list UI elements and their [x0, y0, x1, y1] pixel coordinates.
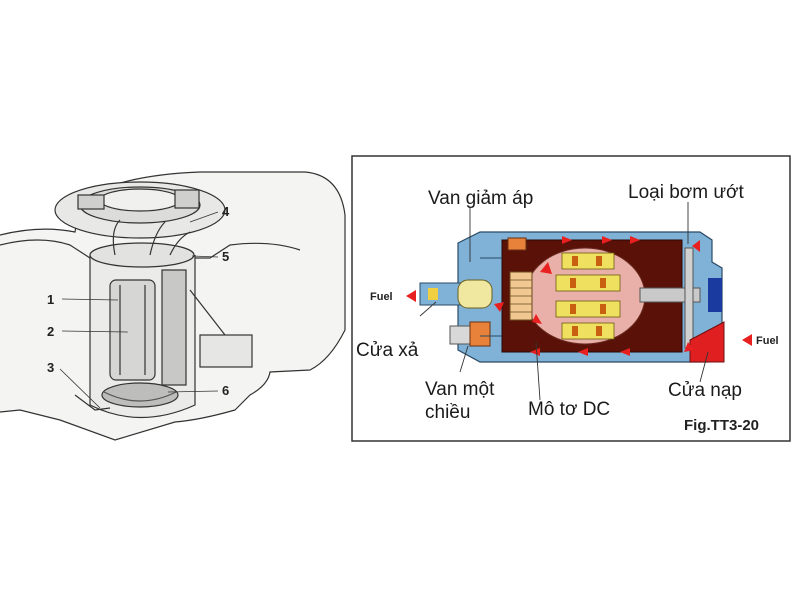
callout-5: 5: [222, 249, 229, 264]
outlet-seat: [428, 288, 438, 300]
in-tank-pump-drawing: [0, 171, 346, 441]
callout-6: 6: [222, 383, 229, 398]
flow-arrows: [406, 236, 752, 356]
label-fuel-out: Fuel: [370, 291, 393, 303]
right-leader-lines: [419, 202, 709, 401]
commutator-bars: [510, 279, 532, 313]
impeller: [684, 247, 694, 349]
inlet-port: [689, 321, 725, 363]
callout-2: 2: [47, 324, 54, 339]
label-fuel-in: Fuel: [756, 335, 779, 347]
label-outlet: Cửa xả: [356, 340, 419, 361]
callout-4: 4: [222, 204, 230, 219]
callout-3: 3: [47, 360, 54, 375]
winding-slots: [570, 256, 606, 336]
terminal-block: [469, 321, 491, 347]
label-check-valve-line2: chiều: [425, 402, 470, 423]
relief-valve: [507, 237, 527, 251]
check-valve-body: [457, 279, 493, 309]
label-dc-motor: Mô tơ DC: [528, 399, 610, 420]
terminal-stud: [449, 325, 471, 345]
pump-cross-section: [419, 231, 725, 363]
figure-id: Fig.TT3-20: [684, 417, 759, 434]
callout-1: 1: [47, 292, 54, 307]
pump-plate: [708, 278, 722, 312]
outlet-pipe: [419, 282, 463, 306]
label-relief-valve: Van giảm áp: [428, 188, 533, 209]
left-leader-lines: [59, 211, 219, 409]
label-wet-pump: Loại bơm ướt: [628, 182, 745, 203]
label-inlet: Cửa nạp: [668, 380, 742, 401]
label-check-valve-line1: Van một: [425, 379, 495, 400]
